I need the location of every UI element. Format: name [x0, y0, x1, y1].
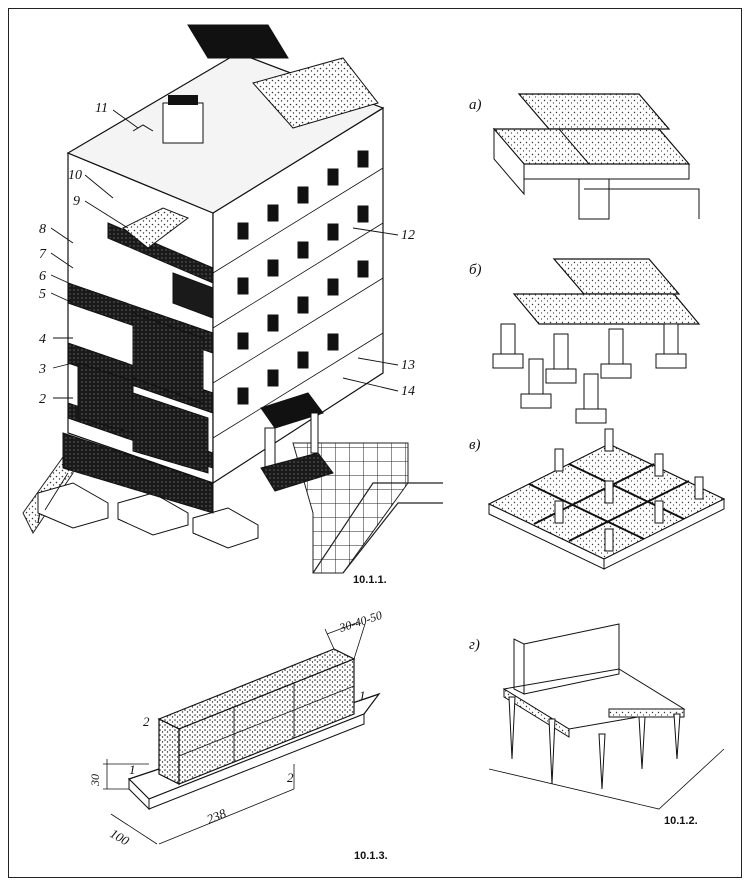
- figure-wall-detail: 1 2 1 2 30-40-50 30 100 238 10.1.3.: [89, 604, 429, 869]
- callout-5: 5: [39, 287, 46, 302]
- caption-10-1-2: 10.1.2.: [664, 815, 698, 827]
- caption-10-1-3: 10.1.3.: [354, 850, 388, 862]
- building-body: [66, 24, 385, 492]
- building-drawing: 1 2 3 4 5 6 7 8 9 10 11 12 13 14 10.1.1.: [22, 24, 443, 586]
- foundation-blocks: [37, 432, 259, 549]
- callout-14: 14: [401, 384, 415, 399]
- callout-6: 6: [39, 269, 46, 284]
- callout-wall-2: 2: [143, 714, 150, 729]
- variant-a-label: а): [469, 97, 482, 113]
- foundation-drawings: а) б): [469, 93, 726, 827]
- foundation-slab: в): [469, 428, 726, 570]
- callout-joint-2: 2: [287, 770, 294, 785]
- callout-1: 1: [35, 512, 42, 527]
- foundation-columns: б): [469, 258, 701, 424]
- dimension-100: 100: [108, 826, 133, 849]
- callout-9: 9: [73, 194, 80, 209]
- leader-lines: [44, 109, 399, 511]
- dimension-238: 238: [205, 805, 229, 826]
- drawing-sheet: 1 2 3 4 5 6 7 8 9 10 11 12 13 14 10.1.1.: [8, 8, 742, 878]
- callout-11: 11: [95, 101, 108, 116]
- variant-v-label: в): [469, 437, 481, 453]
- callout-7: 7: [39, 247, 47, 262]
- callout-2: 2: [39, 392, 46, 407]
- callout-4: 4: [39, 332, 46, 347]
- foundation-strip: а): [469, 93, 700, 220]
- figure-building-cutaway: 1 2 3 4 5 6 7 8 9 10 11 12 13 14 10.1.1.: [13, 13, 453, 593]
- callout-base-1: 1: [359, 688, 366, 703]
- figure-foundation-types: а) б): [459, 69, 734, 829]
- callout-8: 8: [39, 222, 46, 237]
- callout-12: 12: [401, 228, 415, 243]
- variant-g-label: г): [469, 637, 480, 653]
- caption-10-1-1: 10.1.1.: [353, 574, 387, 586]
- callout-base-1b: 1: [129, 762, 136, 777]
- dimension-lines: [103, 621, 380, 845]
- variant-b-label: б): [469, 262, 482, 278]
- callout-13: 13: [401, 358, 415, 373]
- wall-block: [127, 648, 381, 811]
- dimension-30: 30: [89, 774, 102, 787]
- callout-3: 3: [38, 362, 46, 377]
- dimension-thickness: 30-40-50: [337, 608, 384, 635]
- building-callouts: 1 2 3 4 5 6 7 8 9 10 11 12 13 14: [35, 101, 415, 527]
- foundation-piles: г): [469, 623, 725, 810]
- callout-10: 10: [68, 168, 82, 183]
- wall-detail-drawing: 1 2 1 2 30-40-50 30 100 238 10.1.3.: [89, 608, 388, 862]
